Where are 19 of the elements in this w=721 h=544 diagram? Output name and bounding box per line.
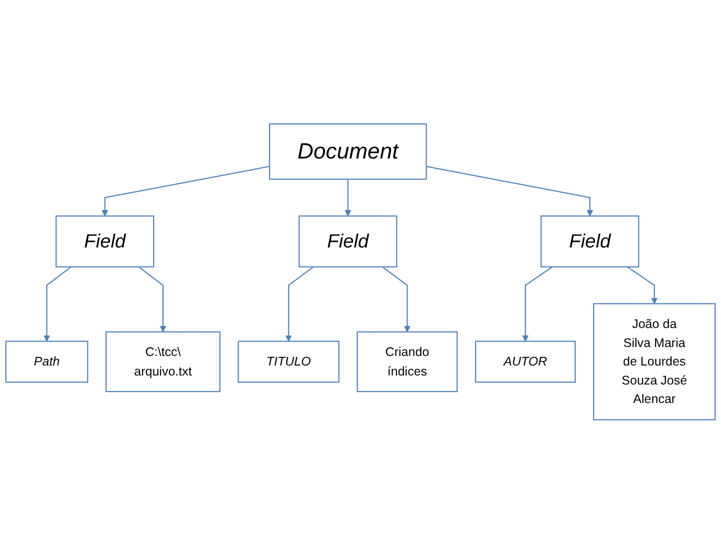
- node-box: Field: [540, 216, 640, 268]
- arrow: [522, 266, 553, 342]
- node-box: TITULO: [238, 340, 340, 383]
- node-box: AUTOR: [475, 340, 576, 383]
- node-box: Criando índices: [356, 332, 458, 392]
- arrow: [426, 166, 594, 216]
- node-box: Document: [268, 124, 427, 180]
- arrow: [382, 266, 410, 332]
- node-box: C:\tcc\ arquivo.txt: [106, 332, 220, 392]
- arrow: [626, 266, 658, 304]
- arrow: [102, 166, 270, 216]
- node-box: Field: [298, 216, 398, 268]
- node-box: Field: [56, 216, 154, 268]
- arrow: [138, 266, 166, 332]
- arrow: [44, 266, 72, 342]
- arrow: [285, 266, 314, 342]
- arrow: [344, 179, 352, 216]
- node-box: Path: [5, 340, 88, 383]
- node-box: João da Silva Maria de Lourdes Souza José Alencar: [593, 303, 716, 420]
